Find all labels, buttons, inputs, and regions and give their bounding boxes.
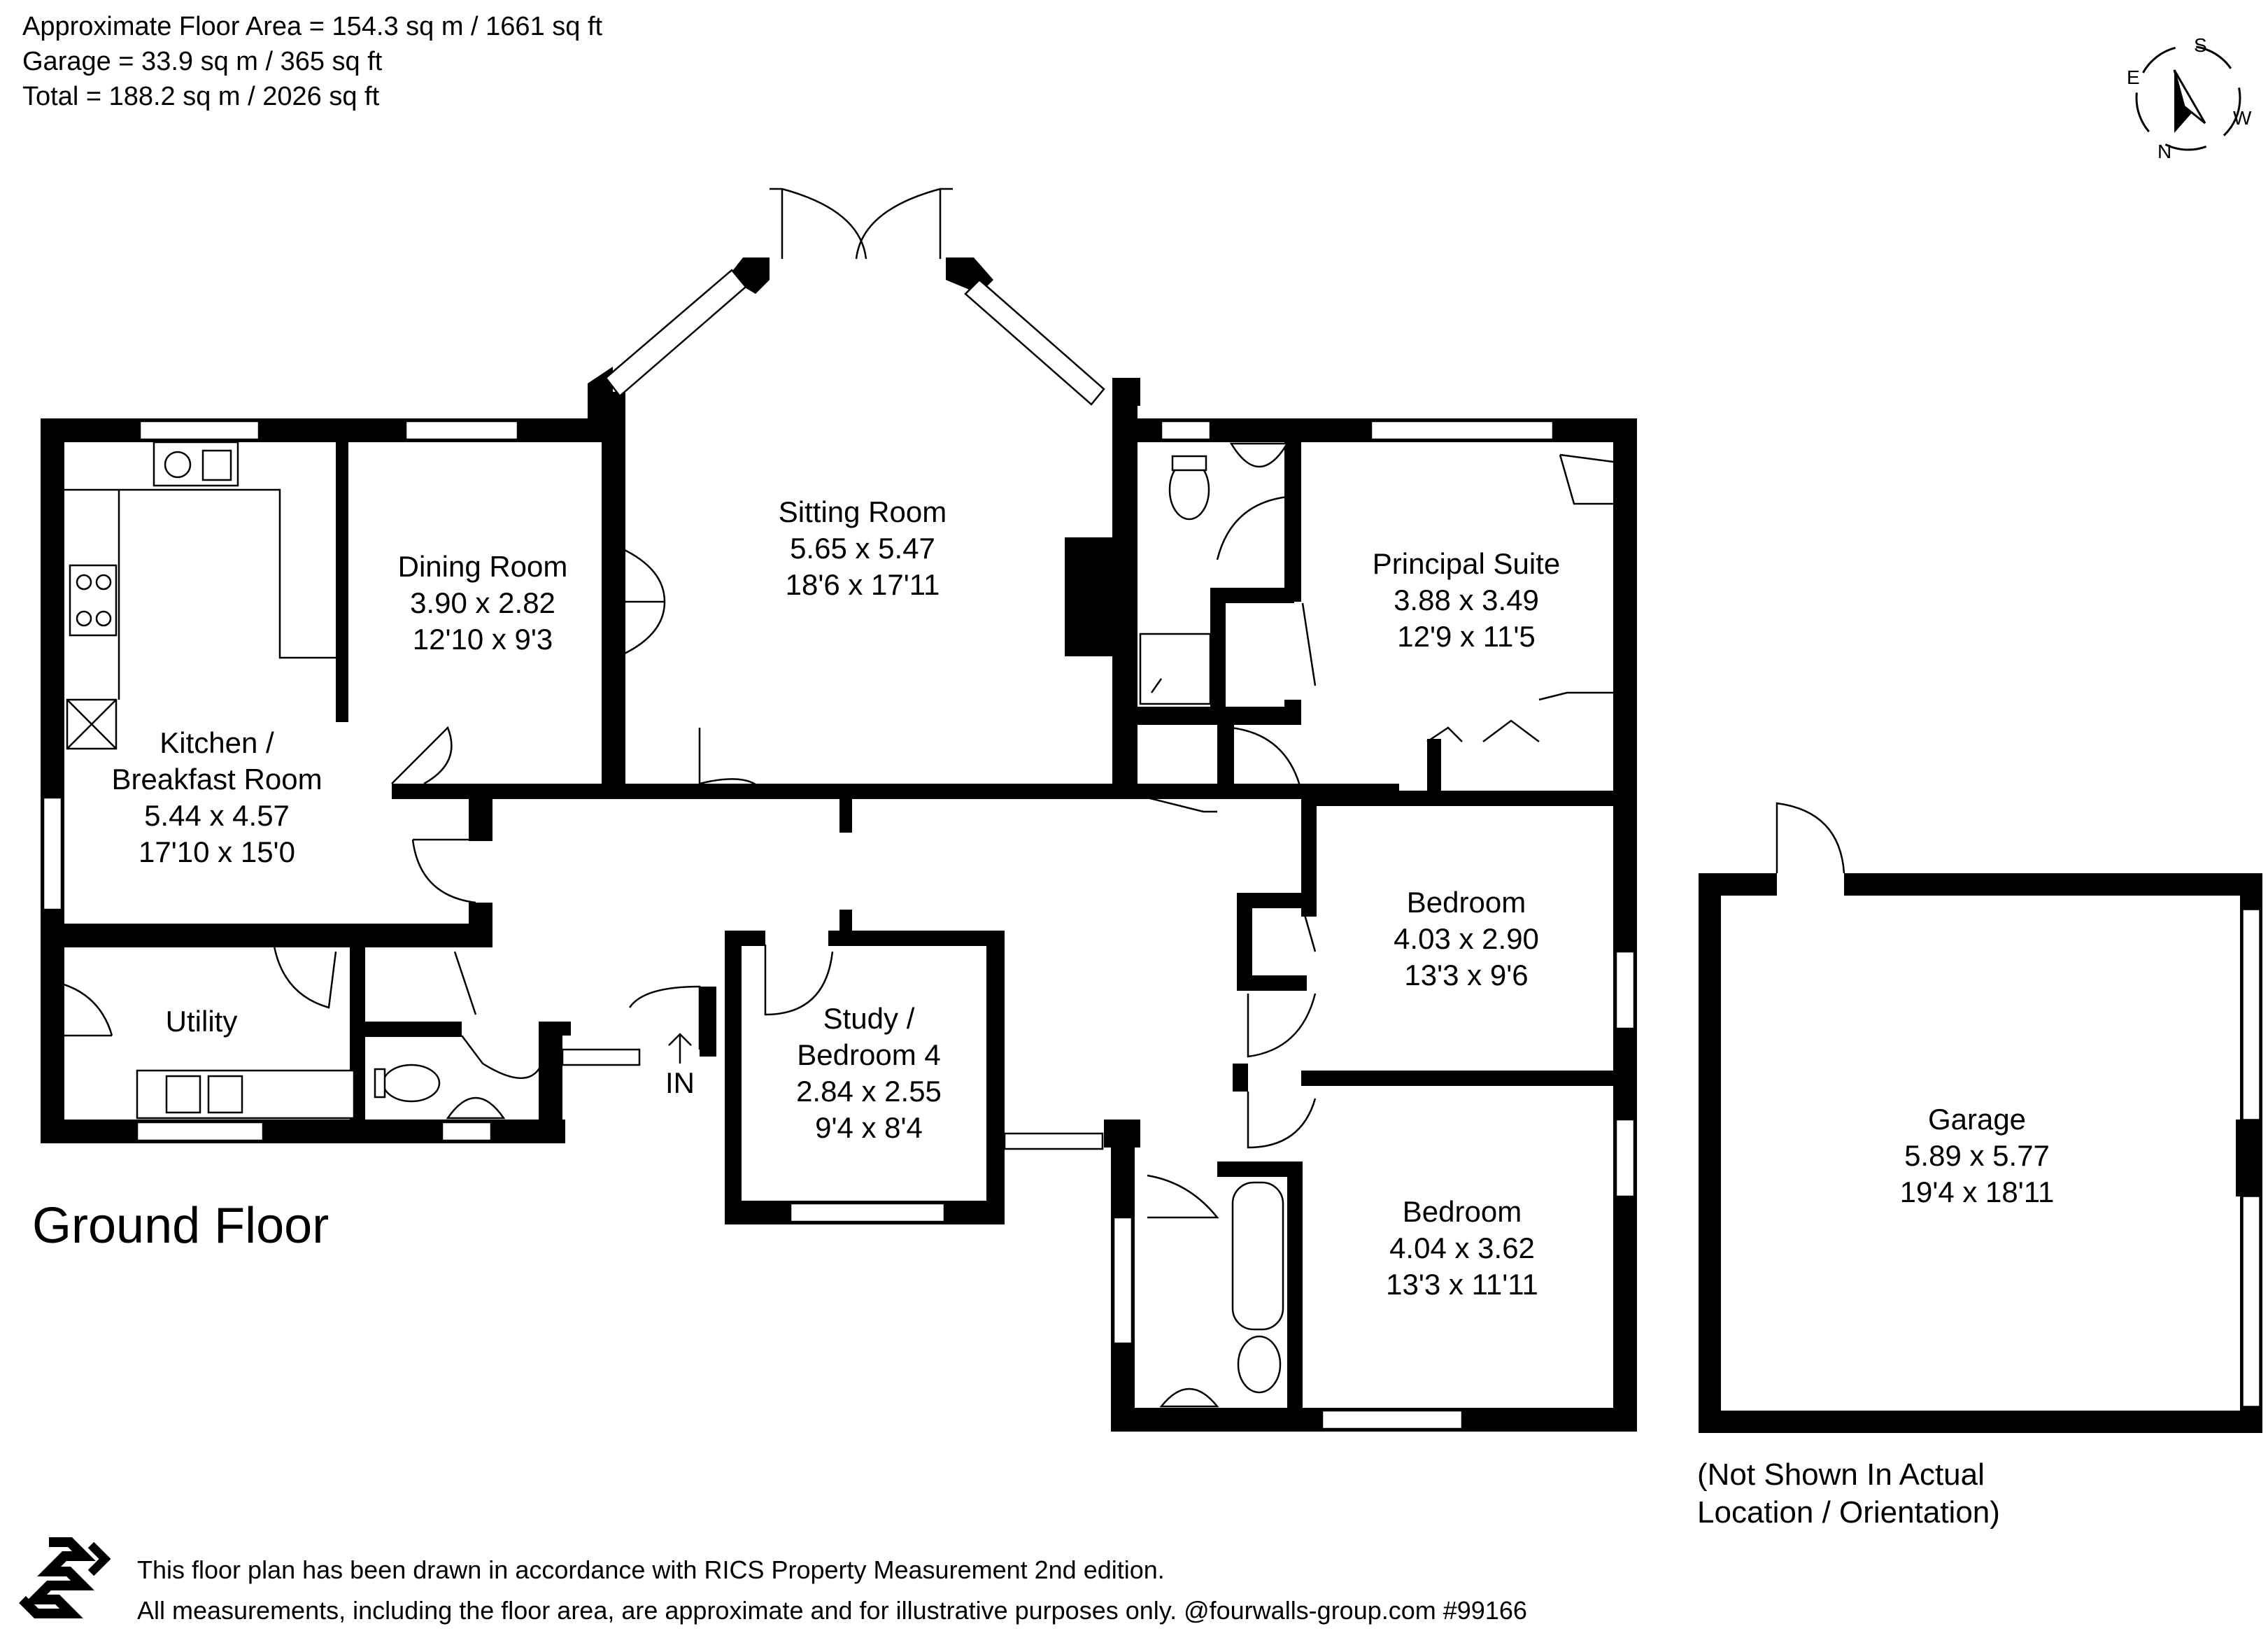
- compass-s: S: [2194, 34, 2207, 56]
- room-imperial: 13'3 x 11'11: [1386, 1268, 1538, 1301]
- compass-e: E: [2127, 66, 2140, 88]
- bathroom-toilet-icon: [1237, 1335, 1282, 1394]
- room-name-line2: Breakfast Room: [111, 763, 322, 796]
- room-garage: Garage 5.89 x 5.77 19'4 x 18'11: [1900, 1103, 2055, 1208]
- compass-icon: S E W N: [2127, 34, 2252, 162]
- room-metric: 5.44 x 4.57: [144, 799, 290, 832]
- utility-sink-icon: [165, 1075, 201, 1114]
- room-sitting: Sitting Room 5.65 x 5.47 18'6 x 17'11: [779, 495, 947, 601]
- shower-tray-icon: [1139, 633, 1212, 705]
- room-imperial: 12'9 x 11'5: [1397, 620, 1535, 653]
- room-metric: 5.89 x 5.77: [1904, 1139, 2050, 1172]
- room-name: Bedroom: [1407, 886, 1526, 919]
- fixtures: [64, 441, 1289, 1408]
- room-imperial: 18'6 x 17'11: [786, 568, 940, 601]
- footer-line1: This floor plan has been drawn in accord…: [137, 1555, 1165, 1584]
- room-name: Principal Suite: [1373, 547, 1560, 580]
- bath-icon: [1231, 1181, 1284, 1331]
- garage-area-line: Garage = 33.9 sq m / 365 sq ft: [22, 47, 383, 76]
- room-name: Garage: [1928, 1103, 2026, 1136]
- footer: This floor plan has been drawn in accord…: [137, 1555, 1527, 1625]
- garage-note: (Not Shown In Actual Location / Orientat…: [1697, 1457, 2000, 1530]
- room-metric: 5.65 x 5.47: [790, 532, 935, 565]
- room-name: Sitting Room: [779, 495, 947, 528]
- entrance-label: IN: [665, 1066, 695, 1099]
- floor-title: Ground Floor: [32, 1198, 329, 1254]
- basin-icon: [446, 1096, 506, 1120]
- room-utility: Utility: [166, 1005, 238, 1038]
- doors: [41, 188, 1614, 1219]
- room-kitchen: Kitchen / Breakfast Room 5.44 x 4.57 17'…: [111, 726, 322, 868]
- room-name-line2: Bedroom 4: [797, 1038, 940, 1071]
- room-bedroom-2: Bedroom 4.03 x 2.90 13'3 x 9'6: [1394, 886, 1539, 991]
- compass-w: W: [2233, 107, 2252, 129]
- floor-area-summary: Approximate Floor Area = 154.3 sq m / 16…: [22, 12, 603, 111]
- hob-icon: [69, 564, 118, 637]
- compass-n: N: [2157, 141, 2171, 162]
- room-name-line1: Kitchen /: [160, 726, 274, 759]
- room-name: Dining Room: [398, 550, 568, 583]
- room-imperial: 13'3 x 9'6: [1404, 959, 1528, 991]
- floor-area-line: Approximate Floor Area = 154.3 sq m / 16…: [22, 12, 603, 41]
- garage-note-line2: Location / Orientation): [1697, 1495, 2000, 1530]
- room-imperial: 17'10 x 15'0: [139, 835, 295, 868]
- room-imperial: 12'10 x 9'3: [413, 623, 553, 656]
- room-dining: Dining Room 3.90 x 2.82 12'10 x 9'3: [398, 550, 568, 656]
- room-metric: 3.90 x 2.82: [410, 586, 555, 619]
- room-metric: 2.84 x 2.55: [796, 1075, 942, 1108]
- total-area-line: Total = 188.2 sq m / 2026 sq ft: [22, 82, 380, 111]
- ensuite-basin-icon: [1229, 442, 1289, 468]
- fourwalls-logo-icon: [19, 1537, 111, 1618]
- room-metric: 4.04 x 3.62: [1389, 1231, 1535, 1264]
- bathroom-basin-icon: [1159, 1388, 1219, 1408]
- garage-note-line1: (Not Shown In Actual: [1697, 1457, 1985, 1492]
- room-bedroom-3: Bedroom 4.04 x 3.62 13'3 x 11'11: [1386, 1195, 1538, 1301]
- room-name: Bedroom: [1403, 1195, 1522, 1228]
- entrance-marker: IN: [665, 1033, 695, 1099]
- room-name: Utility: [166, 1005, 238, 1038]
- room-metric: 4.03 x 2.90: [1394, 922, 1539, 955]
- room-metric: 3.88 x 3.49: [1394, 584, 1539, 616]
- toilet-icon: [382, 1064, 441, 1103]
- room-imperial: 19'4 x 18'11: [1900, 1175, 2055, 1208]
- windows: [42, 269, 1636, 1430]
- garage-walls: [1699, 802, 2262, 1433]
- room-imperial: 9'4 x 8'4: [815, 1111, 923, 1144]
- room-name-line1: Study /: [823, 1002, 915, 1035]
- room-principal-suite: Principal Suite 3.88 x 3.49 12'9 x 11'5: [1373, 547, 1560, 653]
- arrow-up-icon: [668, 1033, 692, 1064]
- room-study: Study / Bedroom 4 2.84 x 2.55 9'4 x 8'4: [796, 1002, 942, 1144]
- footer-line2: All measurements, including the floor ar…: [137, 1596, 1527, 1625]
